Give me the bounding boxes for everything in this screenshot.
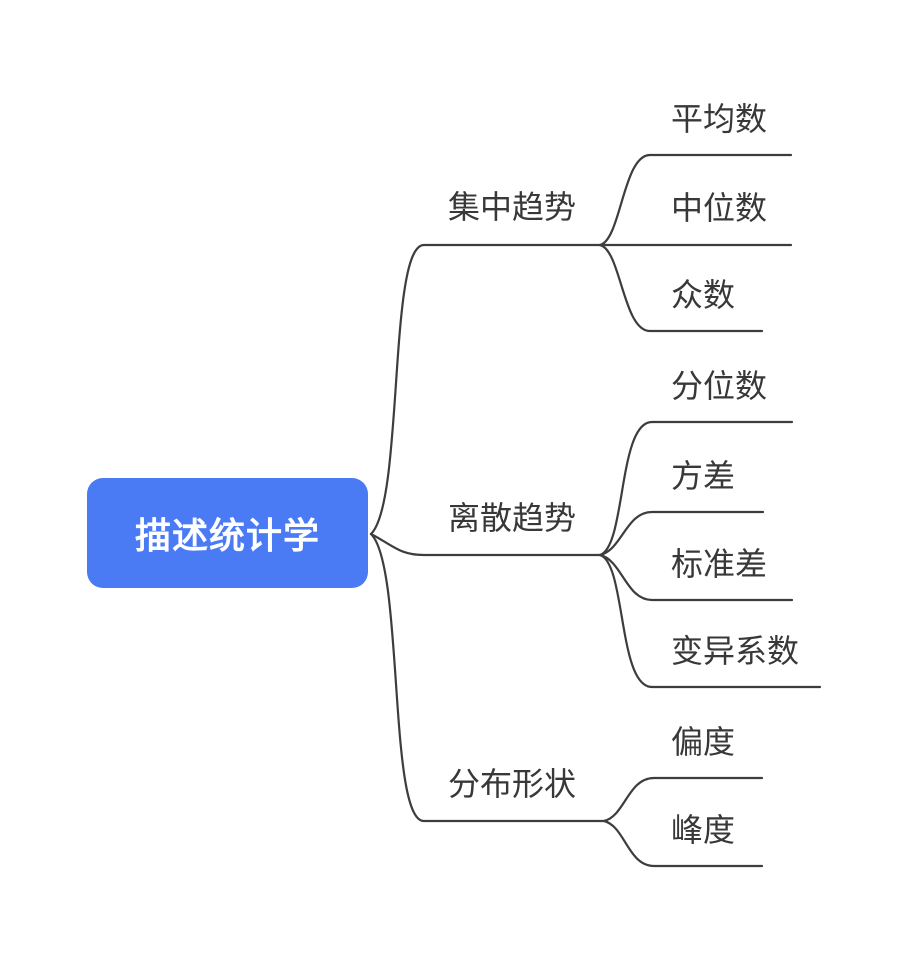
connector-root-to-distribution-shape (369, 532, 606, 823)
leaf-node-mean[interactable]: 平均数 (671, 101, 768, 137)
branch-node-distribution-shape[interactable]: 分布形状 (448, 766, 577, 802)
connector-root-to-central-tendency (369, 243, 602, 536)
branch-node-central-tendency[interactable]: 集中趋势 (448, 189, 577, 225)
branch-node-dispersion[interactable]: 离散趋势 (448, 500, 577, 536)
leaf-node-std-deviation[interactable]: 标准差 (671, 546, 768, 582)
connector-distribution-shape-to-kurtosis (602, 819, 764, 868)
connector-dispersion-to-std-deviation (598, 553, 794, 602)
connector-distribution-shape-to-skewness (602, 776, 764, 823)
leaf-node-variance[interactable]: 方差 (671, 458, 736, 494)
leaf-node-coefficient-of-variation[interactable]: 变异系数 (671, 633, 800, 669)
leaf-node-quantile[interactable]: 分位数 (671, 368, 768, 404)
connector-root-to-dispersion (369, 532, 602, 557)
connector-dispersion-to-quantile (598, 420, 794, 557)
leaf-node-mode[interactable]: 众数 (671, 277, 736, 313)
connector-central-tendency-to-mean (598, 153, 793, 247)
root-node-descriptive-statistics[interactable]: 描述统计学 (87, 478, 368, 588)
connector-dispersion-to-coefficient-of-variation (598, 553, 822, 689)
connector-central-tendency-to-mode (598, 243, 764, 333)
connector-dispersion-to-variance (598, 510, 765, 557)
leaf-node-kurtosis[interactable]: 峰度 (671, 812, 736, 848)
leaf-node-median[interactable]: 中位数 (671, 190, 768, 226)
leaf-node-skewness[interactable]: 偏度 (671, 724, 736, 760)
